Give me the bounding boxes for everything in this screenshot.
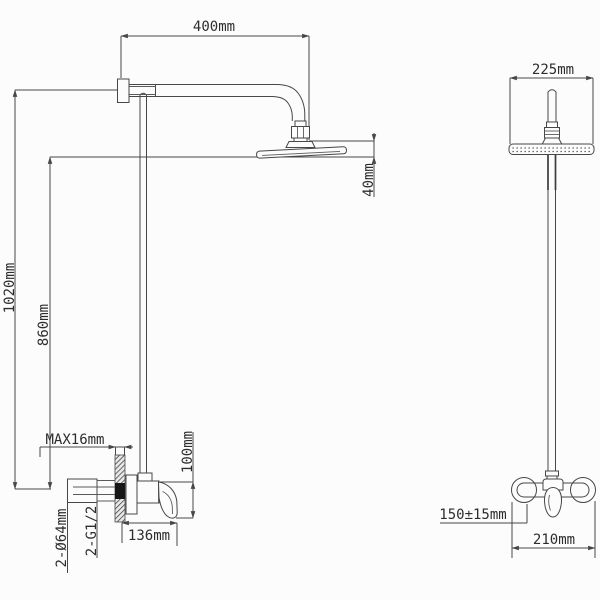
side-drop-pipe: [545, 154, 559, 480]
arm-connector: [285, 120, 316, 148]
side-view: 225mm: [439, 62, 596, 558]
dim-arm-reach: 400mm: [120, 19, 310, 140]
dim-rail-height: 860mm: [36, 156, 374, 490]
valve-body: [136, 480, 160, 504]
dim-rail-height-label: 860mm: [36, 304, 52, 346]
valve-top-nut: [137, 472, 153, 482]
wall-pass-through: [115, 483, 125, 499]
valve-center-body: [542, 478, 564, 491]
label-escutcheon-holes: 2-Ø64mm: [54, 502, 70, 573]
dim-valve-width-label: 210mm: [533, 532, 575, 548]
valve-escutcheon: [125, 474, 138, 515]
mixer-valve-side: [511, 477, 596, 518]
side-arm-tube: [541, 89, 563, 145]
label-escutcheon-holes-text: 2-Ø64mm: [54, 508, 70, 567]
shower-arm: [129, 84, 306, 121]
dim-head-drop: 40mm: [309, 133, 377, 197]
dim-spout-drop: 100mm: [160, 431, 196, 519]
front-view: 1020mm 860mm 400mm 40mm: [2, 19, 377, 573]
dim-total-height-label: 1020mm: [2, 263, 18, 314]
riser-pipe: [139, 92, 147, 473]
valve-right-escutcheon: [570, 477, 596, 503]
mixer-valve-front: [125, 472, 178, 519]
dim-wall-max-label: MAX16mm: [45, 432, 104, 448]
valve-spout: [157, 481, 178, 519]
inlet-assembly: [67, 478, 115, 503]
valve-left-escutcheon: [511, 477, 537, 503]
dim-valve-width: 210mm: [511, 501, 596, 558]
dim-head-width: 225mm: [509, 62, 594, 144]
dim-inlet-spacing-label: 150±15mm: [439, 507, 506, 523]
dim-wall-max: MAX16mm: [39, 432, 133, 457]
dim-spout-reach: 136mm: [121, 520, 178, 546]
shower-head-side: [508, 143, 595, 155]
shower-head-front: [256, 146, 347, 159]
dim-head-drop-label: 40mm: [361, 163, 377, 197]
dim-inlet-spacing: 150±15mm: [439, 504, 528, 524]
dim-arm-reach-label: 400mm: [193, 19, 235, 35]
dim-spout-reach-label: 136mm: [128, 528, 170, 544]
valve-handle: [544, 486, 563, 518]
label-inlet-thread-text: 2-G1/2: [84, 506, 100, 557]
label-inlet-thread: 2-G1/2: [84, 502, 100, 558]
wall-section: [114, 454, 126, 523]
wall-bracket: [117, 78, 130, 103]
dim-spout-drop-label: 100mm: [180, 431, 196, 473]
dim-head-width-label: 225mm: [532, 62, 574, 78]
dim-total-height: 1020mm: [2, 89, 118, 490]
